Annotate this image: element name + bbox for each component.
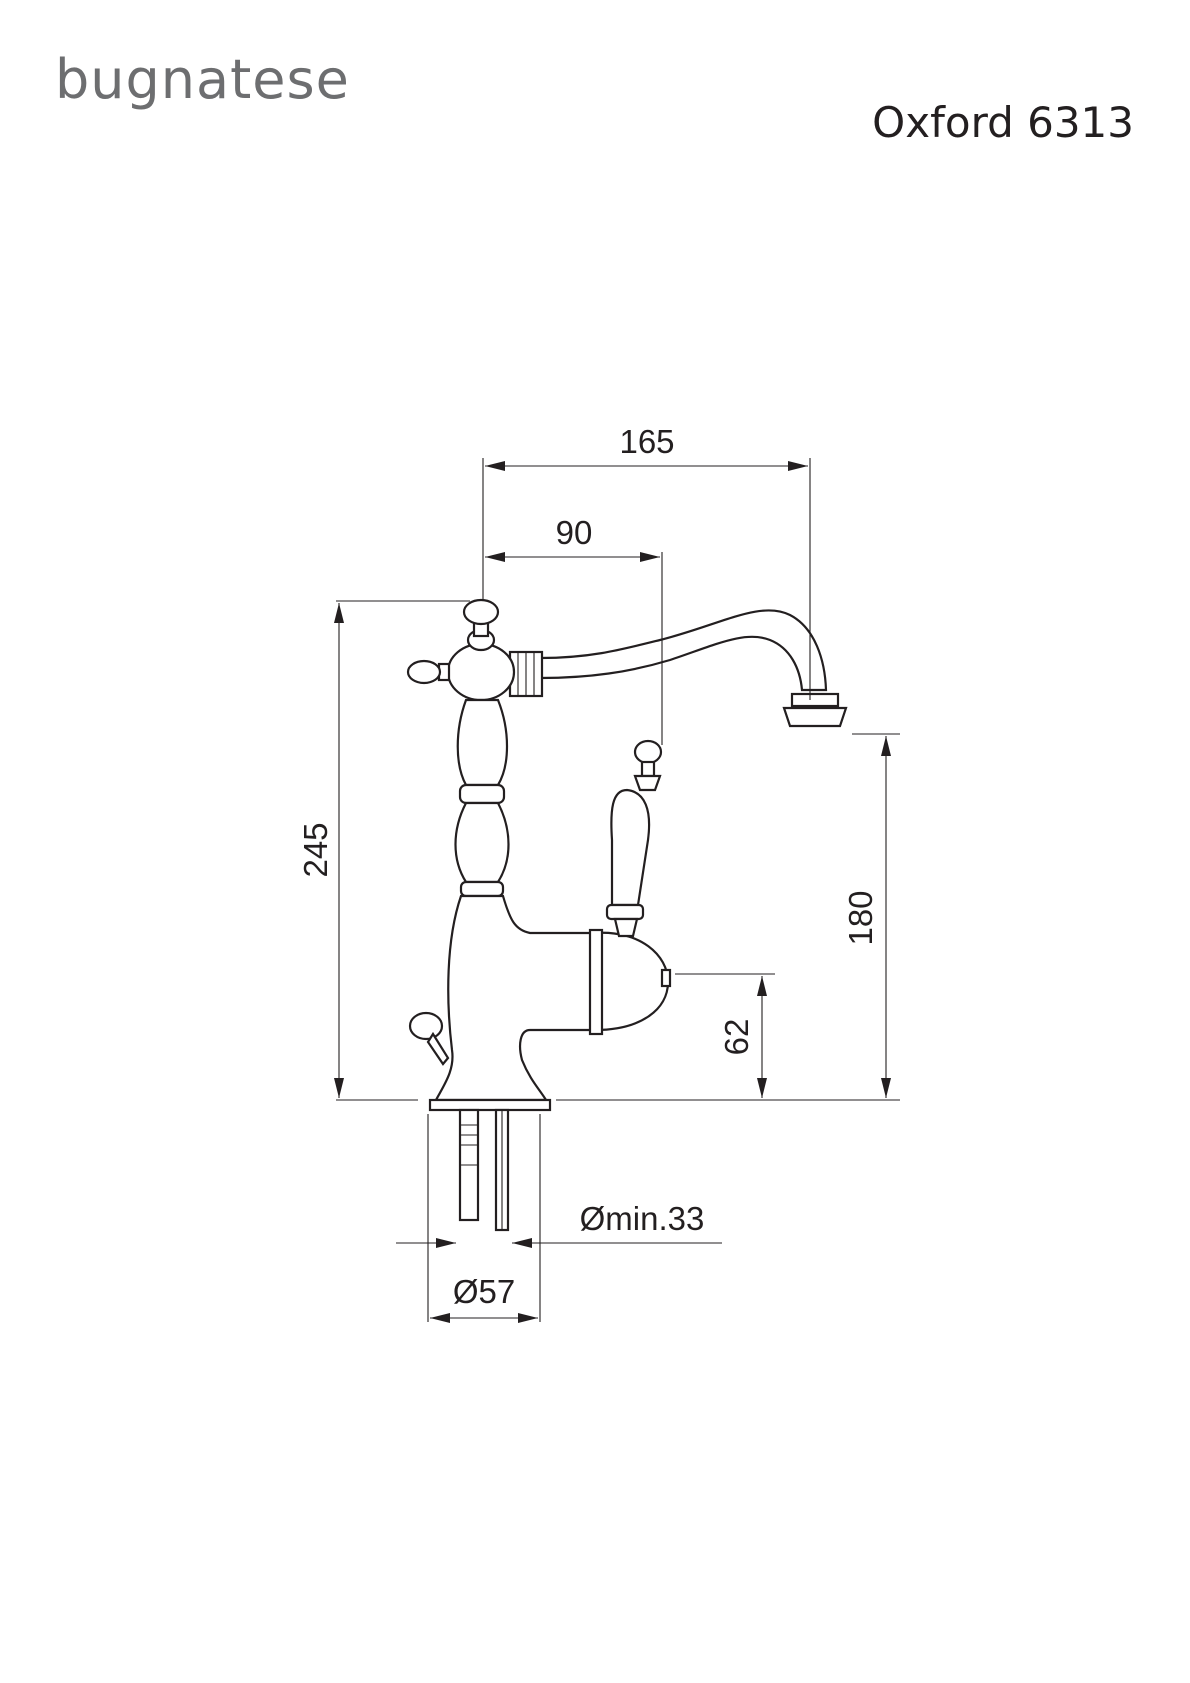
model-title: Oxford 6313 — [872, 98, 1134, 147]
dim-label-180: 180 — [842, 890, 879, 945]
extension-lines — [336, 458, 900, 1322]
faucet-outline — [406, 598, 848, 1232]
dim-label-165: 165 — [619, 423, 674, 460]
dim-label-57: Ø57 — [453, 1273, 515, 1310]
dimension-lines — [334, 461, 891, 1323]
brand-logo: bugnatese — [55, 48, 350, 111]
dim-label-245: 245 — [297, 822, 334, 877]
dim-label-62: 62 — [718, 1019, 755, 1056]
dim-label-90: 90 — [556, 514, 593, 551]
dim-label-min33: Ømin.33 — [580, 1200, 705, 1237]
